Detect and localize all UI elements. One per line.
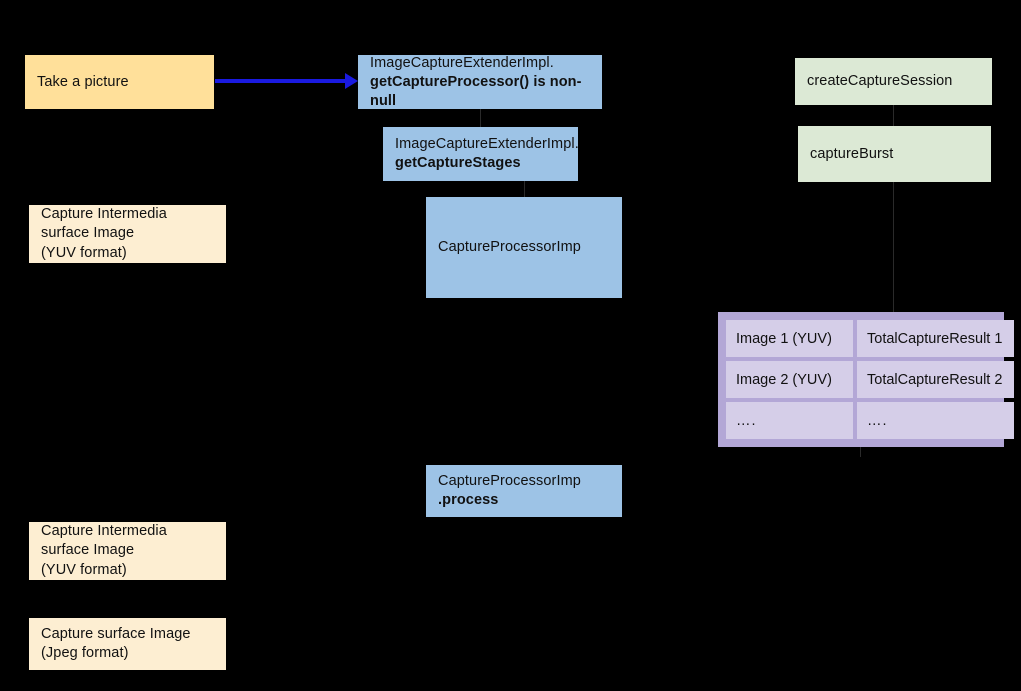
node-capture-burst[interactable]: captureBurst [798, 126, 991, 182]
node-get-capture-processor[interactable]: ImageCaptureExtenderImpl. getCaptureProc… [358, 55, 602, 109]
table-cell-image: Image 1 (YUV) [726, 320, 853, 357]
result-table-group: Image 1 (YUV) TotalCaptureResult 1 Image… [718, 312, 1014, 447]
node-capture-surface-jpeg-line2: (Jpeg format) [41, 645, 129, 661]
node-capture-surface-jpeg[interactable]: Capture surface Image (Jpeg format) [29, 618, 226, 670]
node-create-capture-session[interactable]: createCaptureSession [795, 58, 992, 105]
node-get-capture-stages-line1: ImageCaptureExtenderImpl. [395, 136, 579, 152]
table-cell-result: TotalCaptureResult 1 [857, 320, 1014, 357]
node-get-capture-stages-line2: getCaptureStages [395, 155, 521, 171]
node-intermediate-surface-top-line1: Capture Intermedia [41, 205, 167, 222]
node-intermediate-surface-top[interactable]: Capture Intermedia surface Image (YUV fo… [29, 205, 226, 263]
node-intermediate-surface-bottom-line3: (YUV format) [41, 561, 127, 578]
node-create-capture-session-label: createCaptureSession [807, 73, 953, 89]
node-get-capture-stages[interactable]: ImageCaptureExtenderImpl. getCaptureStag… [383, 127, 579, 181]
node-intermediate-surface-top-line2: surface Image [41, 225, 135, 242]
node-intermediate-surface-bottom-line1: Capture Intermedia [41, 522, 167, 539]
node-capture-processor-process-line1: CaptureProcessorImp [438, 473, 581, 489]
node-capture-processor-process[interactable]: CaptureProcessorImp .process [426, 465, 622, 517]
table-cell-result: …. [857, 402, 1014, 439]
node-get-capture-processor-line1: ImageCaptureExtenderImpl. [370, 54, 554, 71]
connector-stages-to-processor-imp [524, 181, 525, 197]
node-take-a-picture[interactable]: Take a picture [25, 55, 214, 109]
table-cell-image: …. [726, 402, 853, 439]
table-cell-result: TotalCaptureResult 2 [857, 361, 1014, 398]
connector-burst-to-result-table [893, 182, 894, 312]
node-capture-surface-jpeg-line1: Capture surface Image [41, 625, 191, 642]
table-cell-image: Image 2 (YUV) [726, 361, 853, 398]
node-intermediate-surface-top-line3: (YUV format) [41, 244, 127, 261]
connector-processor-to-stages [480, 109, 481, 127]
node-intermediate-surface-bottom[interactable]: Capture Intermedia surface Image (YUV fo… [29, 522, 226, 580]
node-take-a-picture-label: Take a picture [37, 73, 129, 90]
node-capture-processor-imp[interactable]: CaptureProcessorImp [426, 197, 622, 298]
connector-session-to-burst [893, 105, 894, 126]
node-capture-processor-imp-label: CaptureProcessorImp [438, 239, 581, 255]
arrow-head-icon [345, 73, 358, 89]
connector-result-table-down [860, 447, 861, 457]
node-get-capture-processor-line2: getCaptureProcessor() is non-null [370, 73, 582, 109]
node-intermediate-surface-bottom-line2: surface Image [41, 542, 135, 559]
node-capture-processor-process-line2: .process [438, 492, 499, 508]
arrow-take-picture-to-get-capture-processor [215, 79, 347, 83]
node-capture-burst-label: captureBurst [810, 145, 894, 162]
